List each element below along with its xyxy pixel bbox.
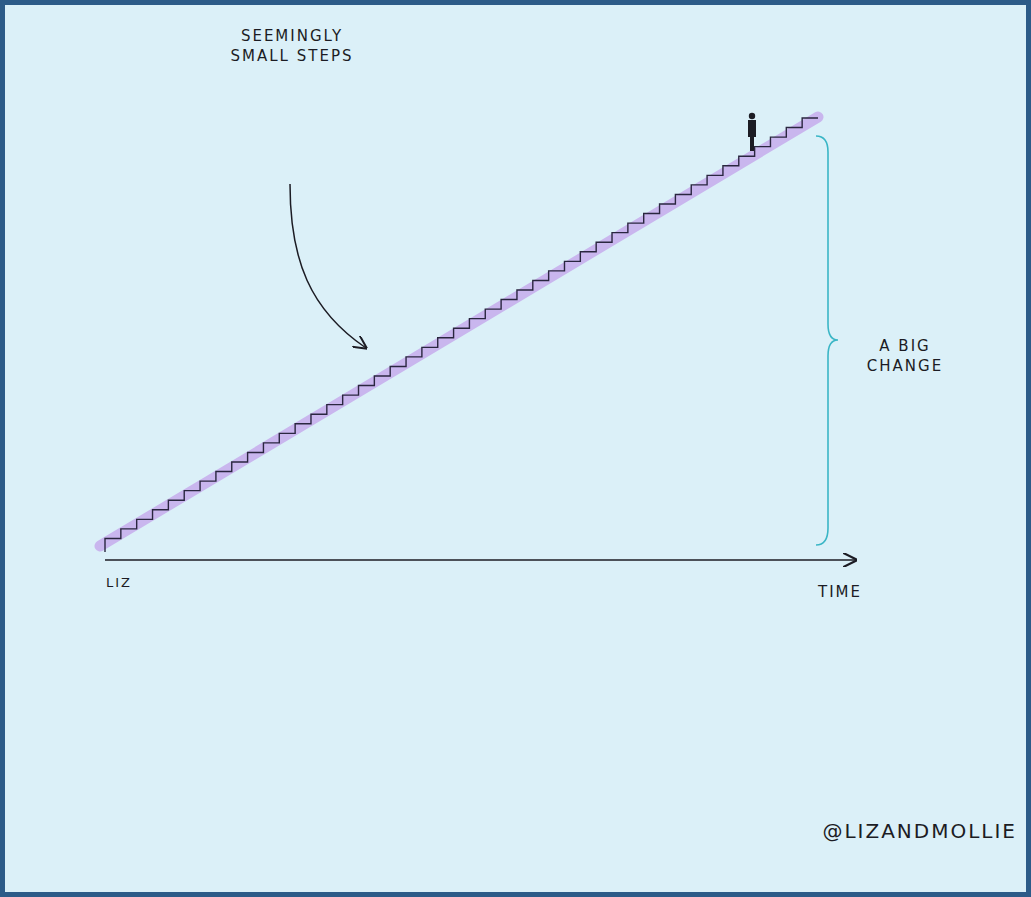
staircase — [105, 118, 818, 552]
callout-label: SEEMINGLY SMALL STEPS — [217, 26, 367, 67]
callout-label: A BIG CHANGE — [855, 336, 955, 377]
watermark: @LIZANDMOLLIE — [697, 818, 1017, 845]
axis-label: TIME — [790, 582, 890, 602]
time-axis — [105, 559, 856, 561]
brace — [816, 136, 838, 545]
person-figure — [748, 113, 756, 151]
leader-arrow — [290, 184, 366, 348]
axis-origin-label: LIZ — [106, 574, 166, 592]
